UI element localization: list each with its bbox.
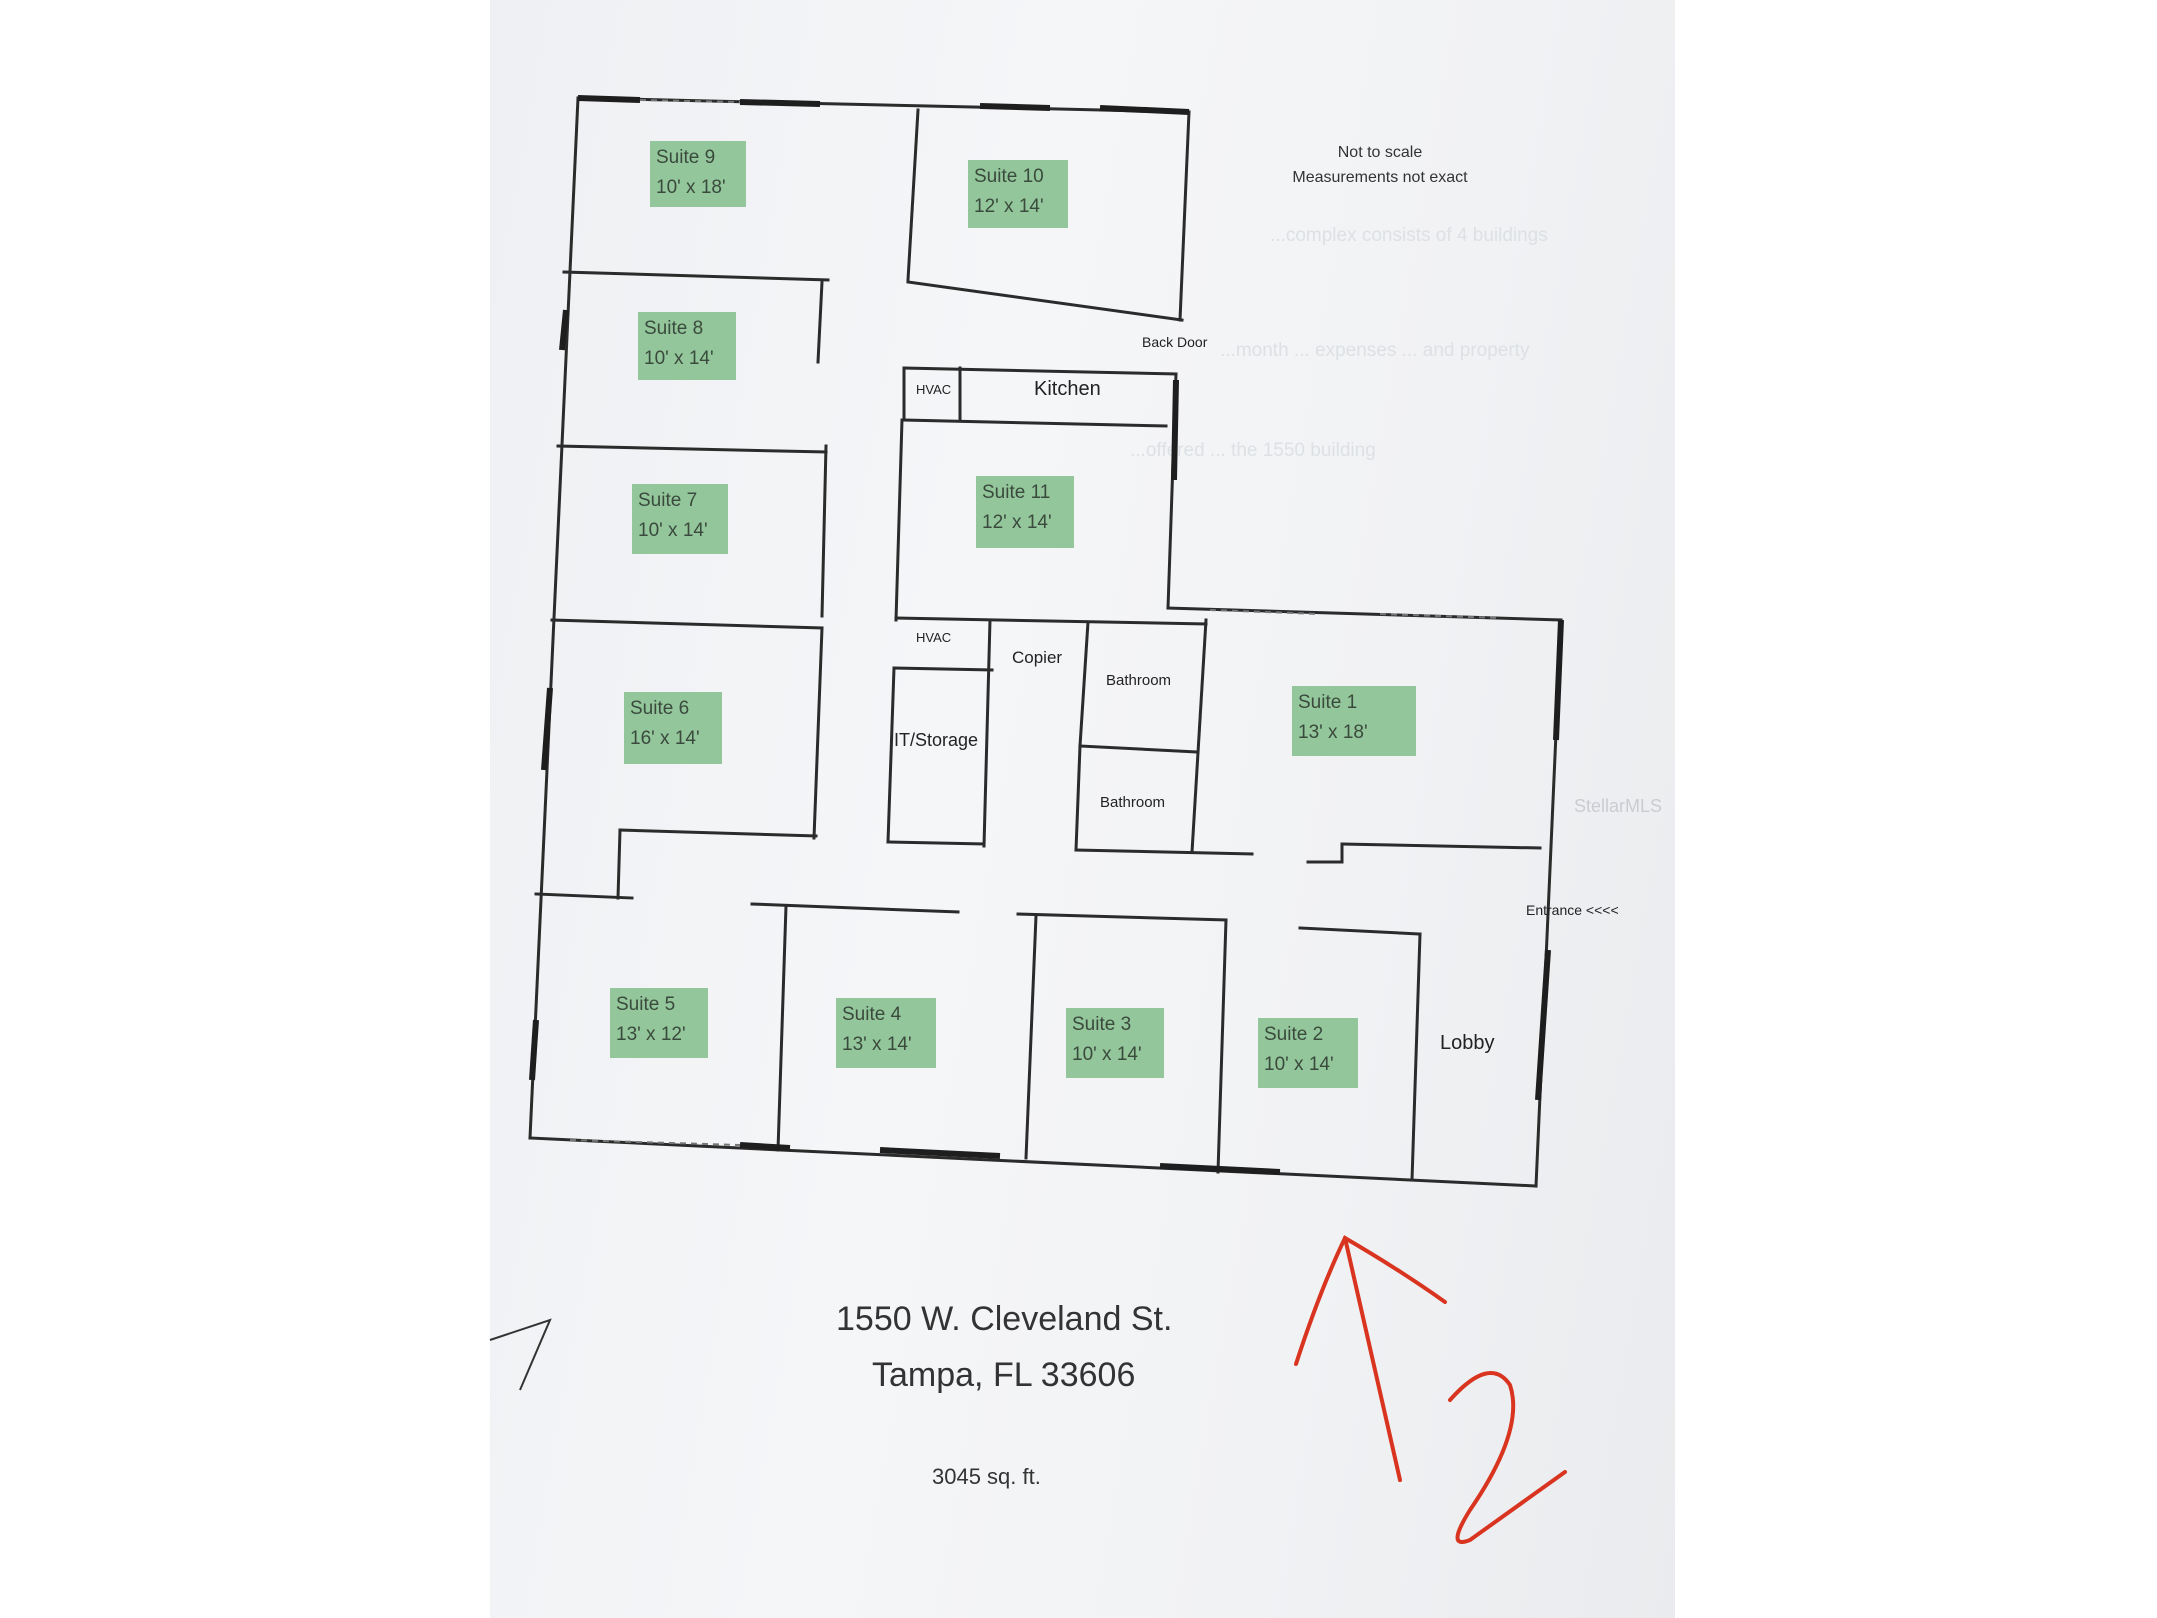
- pen-mark: [489, 1318, 552, 1391]
- wall: [902, 418, 1168, 428]
- scale-note: Not to scale Measurements not exact: [1270, 140, 1490, 190]
- outer-wall: [576, 96, 1191, 114]
- back-door-label: Back Door: [1142, 334, 1208, 350]
- suite-label: Suite 9 10' x 18': [650, 141, 746, 207]
- wall: [1016, 912, 1228, 922]
- wall: [1216, 918, 1228, 1174]
- address-street: 1550 W. Cleveland St.: [836, 1300, 1173, 1338]
- wall: [902, 366, 1178, 376]
- copier-label: Copier: [1012, 648, 1063, 667]
- wall: [886, 666, 896, 844]
- wall: [562, 270, 830, 282]
- annotation-number-two: [1448, 1371, 1567, 1544]
- annotation-arrow: [1294, 1235, 1447, 1482]
- suite-name: Suite 10: [974, 166, 1044, 187]
- wall: [618, 828, 818, 838]
- suite-size: 10' x 14': [1264, 1054, 1334, 1075]
- kitchen-label: Kitchen: [1034, 378, 1101, 400]
- suite-size: 10' x 14': [638, 520, 708, 541]
- suite-name: Suite 11: [982, 482, 1051, 503]
- entrance-label: Entrance <<<<: [1526, 902, 1619, 918]
- suite-name: Suite 7: [638, 490, 698, 511]
- wall: [886, 840, 986, 846]
- wall: [1074, 848, 1254, 856]
- it-storage-label: IT/Storage: [894, 730, 979, 750]
- bathroom-label: Bathroom: [1106, 672, 1172, 689]
- ghost-text: ...offered ... the 1550 building: [1130, 440, 1376, 461]
- wall: [616, 828, 622, 900]
- ghost-text: ...complex consists of 4 buildings: [1270, 225, 1548, 246]
- wall: [1078, 620, 1090, 748]
- bathroom-label: Bathroom: [1100, 794, 1166, 811]
- wall: [550, 618, 824, 630]
- suite-name: Suite 6: [630, 698, 690, 719]
- suite-label: Suite 4 13' x 14': [836, 998, 936, 1068]
- suite-label: Suite 5 13' x 12': [610, 988, 708, 1058]
- suite-size: 13' x 12': [616, 1024, 686, 1045]
- suite-label: Suite 1 13' x 18': [1292, 686, 1416, 756]
- wall: [1078, 744, 1200, 754]
- lobby-label: Lobby: [1440, 1032, 1495, 1054]
- wall: [894, 616, 1208, 626]
- suite-label: Suite 8 10' x 14': [638, 312, 736, 380]
- suite-name: Suite 4: [842, 1004, 902, 1025]
- wall: [1074, 744, 1082, 852]
- wall: [820, 444, 828, 618]
- wall: [1298, 926, 1422, 936]
- address-city: Tampa, FL 33606: [872, 1356, 1136, 1394]
- scale-note-line2: Measurements not exact: [1292, 169, 1468, 186]
- suite-size: 12' x 14': [974, 196, 1044, 217]
- wall: [1340, 842, 1542, 850]
- wall: [776, 904, 788, 1152]
- outer-wall: [528, 1136, 1538, 1188]
- wall: [1190, 618, 1208, 854]
- suite-size: 13' x 18': [1298, 722, 1368, 743]
- wall: [892, 666, 994, 672]
- suite-name: Suite 2: [1264, 1024, 1324, 1045]
- suite-name: Suite 9: [656, 147, 716, 168]
- suite-size: 13' x 14': [842, 1034, 912, 1055]
- hvac-label: HVAC: [916, 382, 952, 397]
- wall: [556, 444, 828, 454]
- ghost-text: ...month ... expenses ... and property: [1220, 340, 1530, 361]
- wall: [750, 902, 960, 914]
- suite-label: Suite 2 10' x 14': [1258, 1018, 1358, 1088]
- wall: [1024, 914, 1038, 1160]
- suite-size: 10' x 14': [1072, 1044, 1142, 1065]
- wall: [894, 418, 904, 622]
- suite-size: 12' x 14': [982, 512, 1052, 533]
- hvac-label: HVAC: [916, 630, 952, 645]
- wall: [534, 892, 634, 900]
- suite-size: 10' x 14': [644, 348, 714, 369]
- suite-label: Suite 11 12' x 14': [976, 476, 1074, 548]
- wall: [812, 626, 824, 840]
- suite-size: 10' x 18': [656, 177, 726, 198]
- suite-name: Suite 8: [644, 318, 704, 339]
- watermark: StellarMLS: [1574, 796, 1663, 816]
- outer-wall: [528, 96, 580, 1140]
- suite-label: Suite 7 10' x 14': [632, 484, 728, 554]
- suite-label: Suite 6 16' x 14': [624, 692, 722, 764]
- suite-label: Suite 10 12' x 14': [968, 160, 1068, 228]
- suite-name: Suite 1: [1298, 692, 1358, 713]
- wall: [1410, 932, 1422, 1182]
- suite-name: Suite 5: [616, 994, 676, 1015]
- suite-name: Suite 3: [1072, 1014, 1132, 1035]
- suite-label: Suite 3 10' x 14': [1066, 1008, 1164, 1078]
- wall: [816, 280, 824, 364]
- wall: [982, 618, 992, 848]
- scale-note-line1: Not to scale: [1337, 144, 1423, 161]
- wall: [906, 280, 1184, 322]
- paper-sheet: [490, 0, 1675, 1618]
- suite-size: 16' x 14': [630, 728, 700, 749]
- square-footage: 3045 sq. ft.: [932, 1464, 1041, 1489]
- outer-wall: [1178, 110, 1191, 322]
- wall: [906, 108, 920, 282]
